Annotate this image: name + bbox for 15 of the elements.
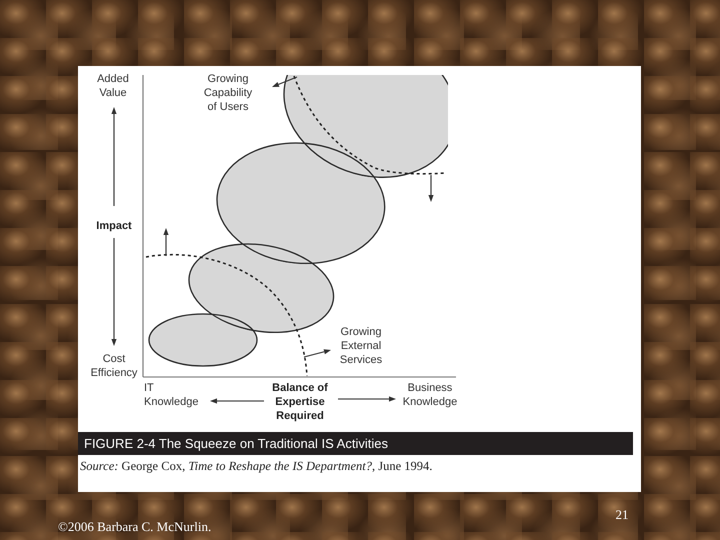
axis-label: Cost Efficiency — [90, 352, 138, 380]
annotation-label: Growing Capability of Users — [202, 72, 254, 114]
axis-label: Added Value — [96, 72, 130, 100]
axis-title: Balance of Expertise Required — [271, 381, 329, 423]
axis-label: Business Knowledge — [402, 381, 458, 409]
ellipse-region — [215, 140, 387, 266]
page-number: 21 — [614, 507, 630, 522]
ellipse-region — [147, 312, 259, 368]
copyright-footer: ©2006 Barbara C. McNurlin. — [58, 519, 378, 534]
figure-title: FIGURE 2-4 The Squeeze on Traditional IS Activities — [78, 432, 633, 455]
source-caption: Source: George Cox, Time to Reshape the IS Department?, June 1994. — [80, 459, 434, 473]
axis-label: IT Knowledge — [144, 381, 200, 409]
annotation-label: Growing External Services — [338, 325, 384, 367]
axis-title: Impact — [95, 219, 133, 233]
ellipse-region — [186, 242, 336, 334]
